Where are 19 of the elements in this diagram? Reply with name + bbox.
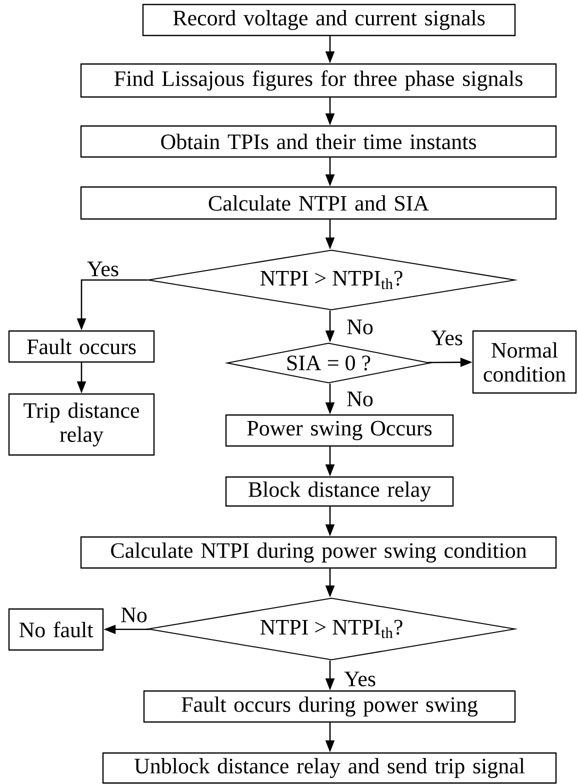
edge-label: No bbox=[121, 608, 147, 622]
edge-label: No bbox=[347, 320, 373, 334]
edge-label: Yes bbox=[87, 262, 118, 276]
process-box: Record voltage and current signals bbox=[142, 4, 516, 36]
process-box: Obtain TPIs and their time instants bbox=[80, 125, 557, 158]
process-box: Unblock distance relay and send trip signal bbox=[102, 752, 557, 784]
process-box: Normal condition bbox=[472, 330, 577, 394]
process-box: Power swing Occurs bbox=[225, 414, 454, 447]
edge-label: Yes bbox=[431, 330, 462, 346]
edge-label: No bbox=[347, 392, 373, 406]
process-box: Find Lissajous figures for three phase signals bbox=[80, 63, 557, 98]
process-box: No fault bbox=[8, 608, 104, 651]
process-box: Fault occurs during power swing bbox=[143, 690, 516, 723]
process-box: Calculate NTPI and SIA bbox=[80, 186, 557, 220]
process-box: Trip distance relay bbox=[8, 393, 155, 456]
process-box: Fault occurs bbox=[8, 330, 155, 363]
edge-label: Yes bbox=[344, 672, 376, 686]
process-box: Calculate NTPI during power swing condition bbox=[80, 536, 557, 569]
process-box: Block distance relay bbox=[225, 476, 454, 507]
